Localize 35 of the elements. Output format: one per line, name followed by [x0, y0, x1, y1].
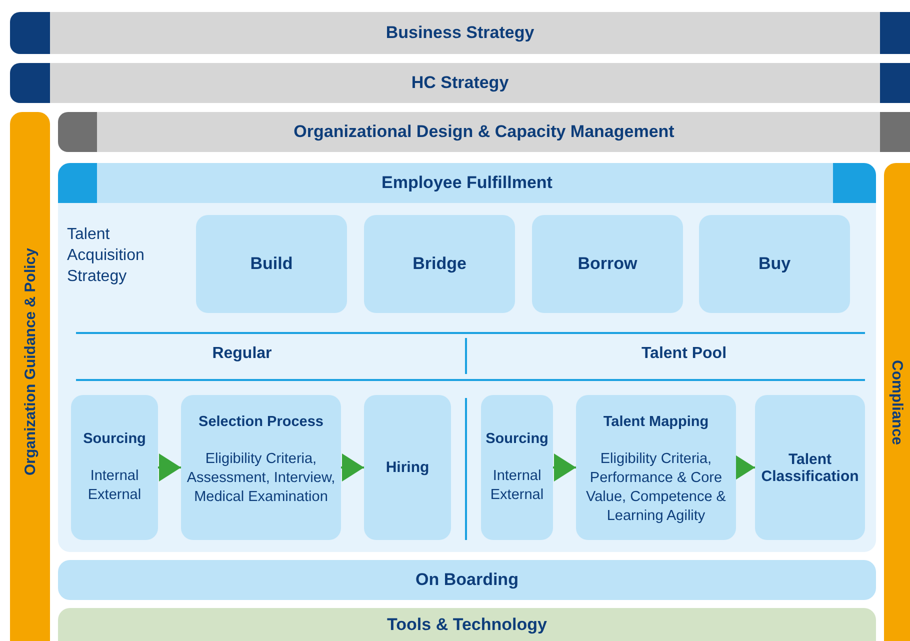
vertical-title: Organization Guidance & Policy — [22, 248, 38, 476]
box-title: Selection Process — [198, 413, 324, 432]
process-box — [481, 395, 553, 540]
process-box — [71, 395, 158, 540]
strategy-box: Buy — [699, 215, 850, 313]
arrow — [553, 454, 576, 482]
arrow — [341, 454, 364, 482]
box-text: Eligibility Criteria, Performance & Core Value, Competence & Learning Agility — [585, 450, 727, 526]
arrow — [158, 454, 181, 482]
strategy-band: Business Strategy — [10, 12, 910, 54]
strategy-band: HC Strategy — [10, 63, 910, 103]
box-title: Sourcing — [83, 430, 146, 449]
section-heading: Regular — [211, 344, 273, 364]
process-box — [181, 395, 341, 540]
strategy-box: Bridge — [364, 215, 515, 313]
heading-band: Employee Fulfillment — [58, 163, 876, 203]
policy-pillar — [10, 112, 50, 641]
box-text: Internal External — [489, 467, 545, 505]
row-label: Talent Acquisition Strategy — [67, 225, 146, 287]
process-box: Hiring — [364, 395, 451, 540]
tools-band: Tools & Technology — [58, 608, 876, 641]
vertical-title: Compliance — [888, 360, 906, 446]
process-box: Talent Classification — [755, 395, 865, 540]
strategy-box: Borrow — [532, 215, 683, 313]
process-box — [576, 395, 736, 540]
strategy-box: Build — [196, 215, 347, 313]
onboarding-band: On Boarding — [58, 560, 876, 600]
box-text: Internal External — [86, 467, 142, 505]
section-panel — [58, 163, 876, 552]
design-band: Organizational Design & Capacity Management — [58, 112, 910, 152]
section-heading: Talent Pool — [640, 344, 728, 364]
box-title: Talent Mapping — [603, 413, 709, 432]
compliance-pillar — [884, 163, 910, 641]
box-text: Eligibility Criteria, Assessment, Interview, Medical Examination — [186, 450, 336, 507]
box-title: Sourcing — [486, 430, 548, 449]
